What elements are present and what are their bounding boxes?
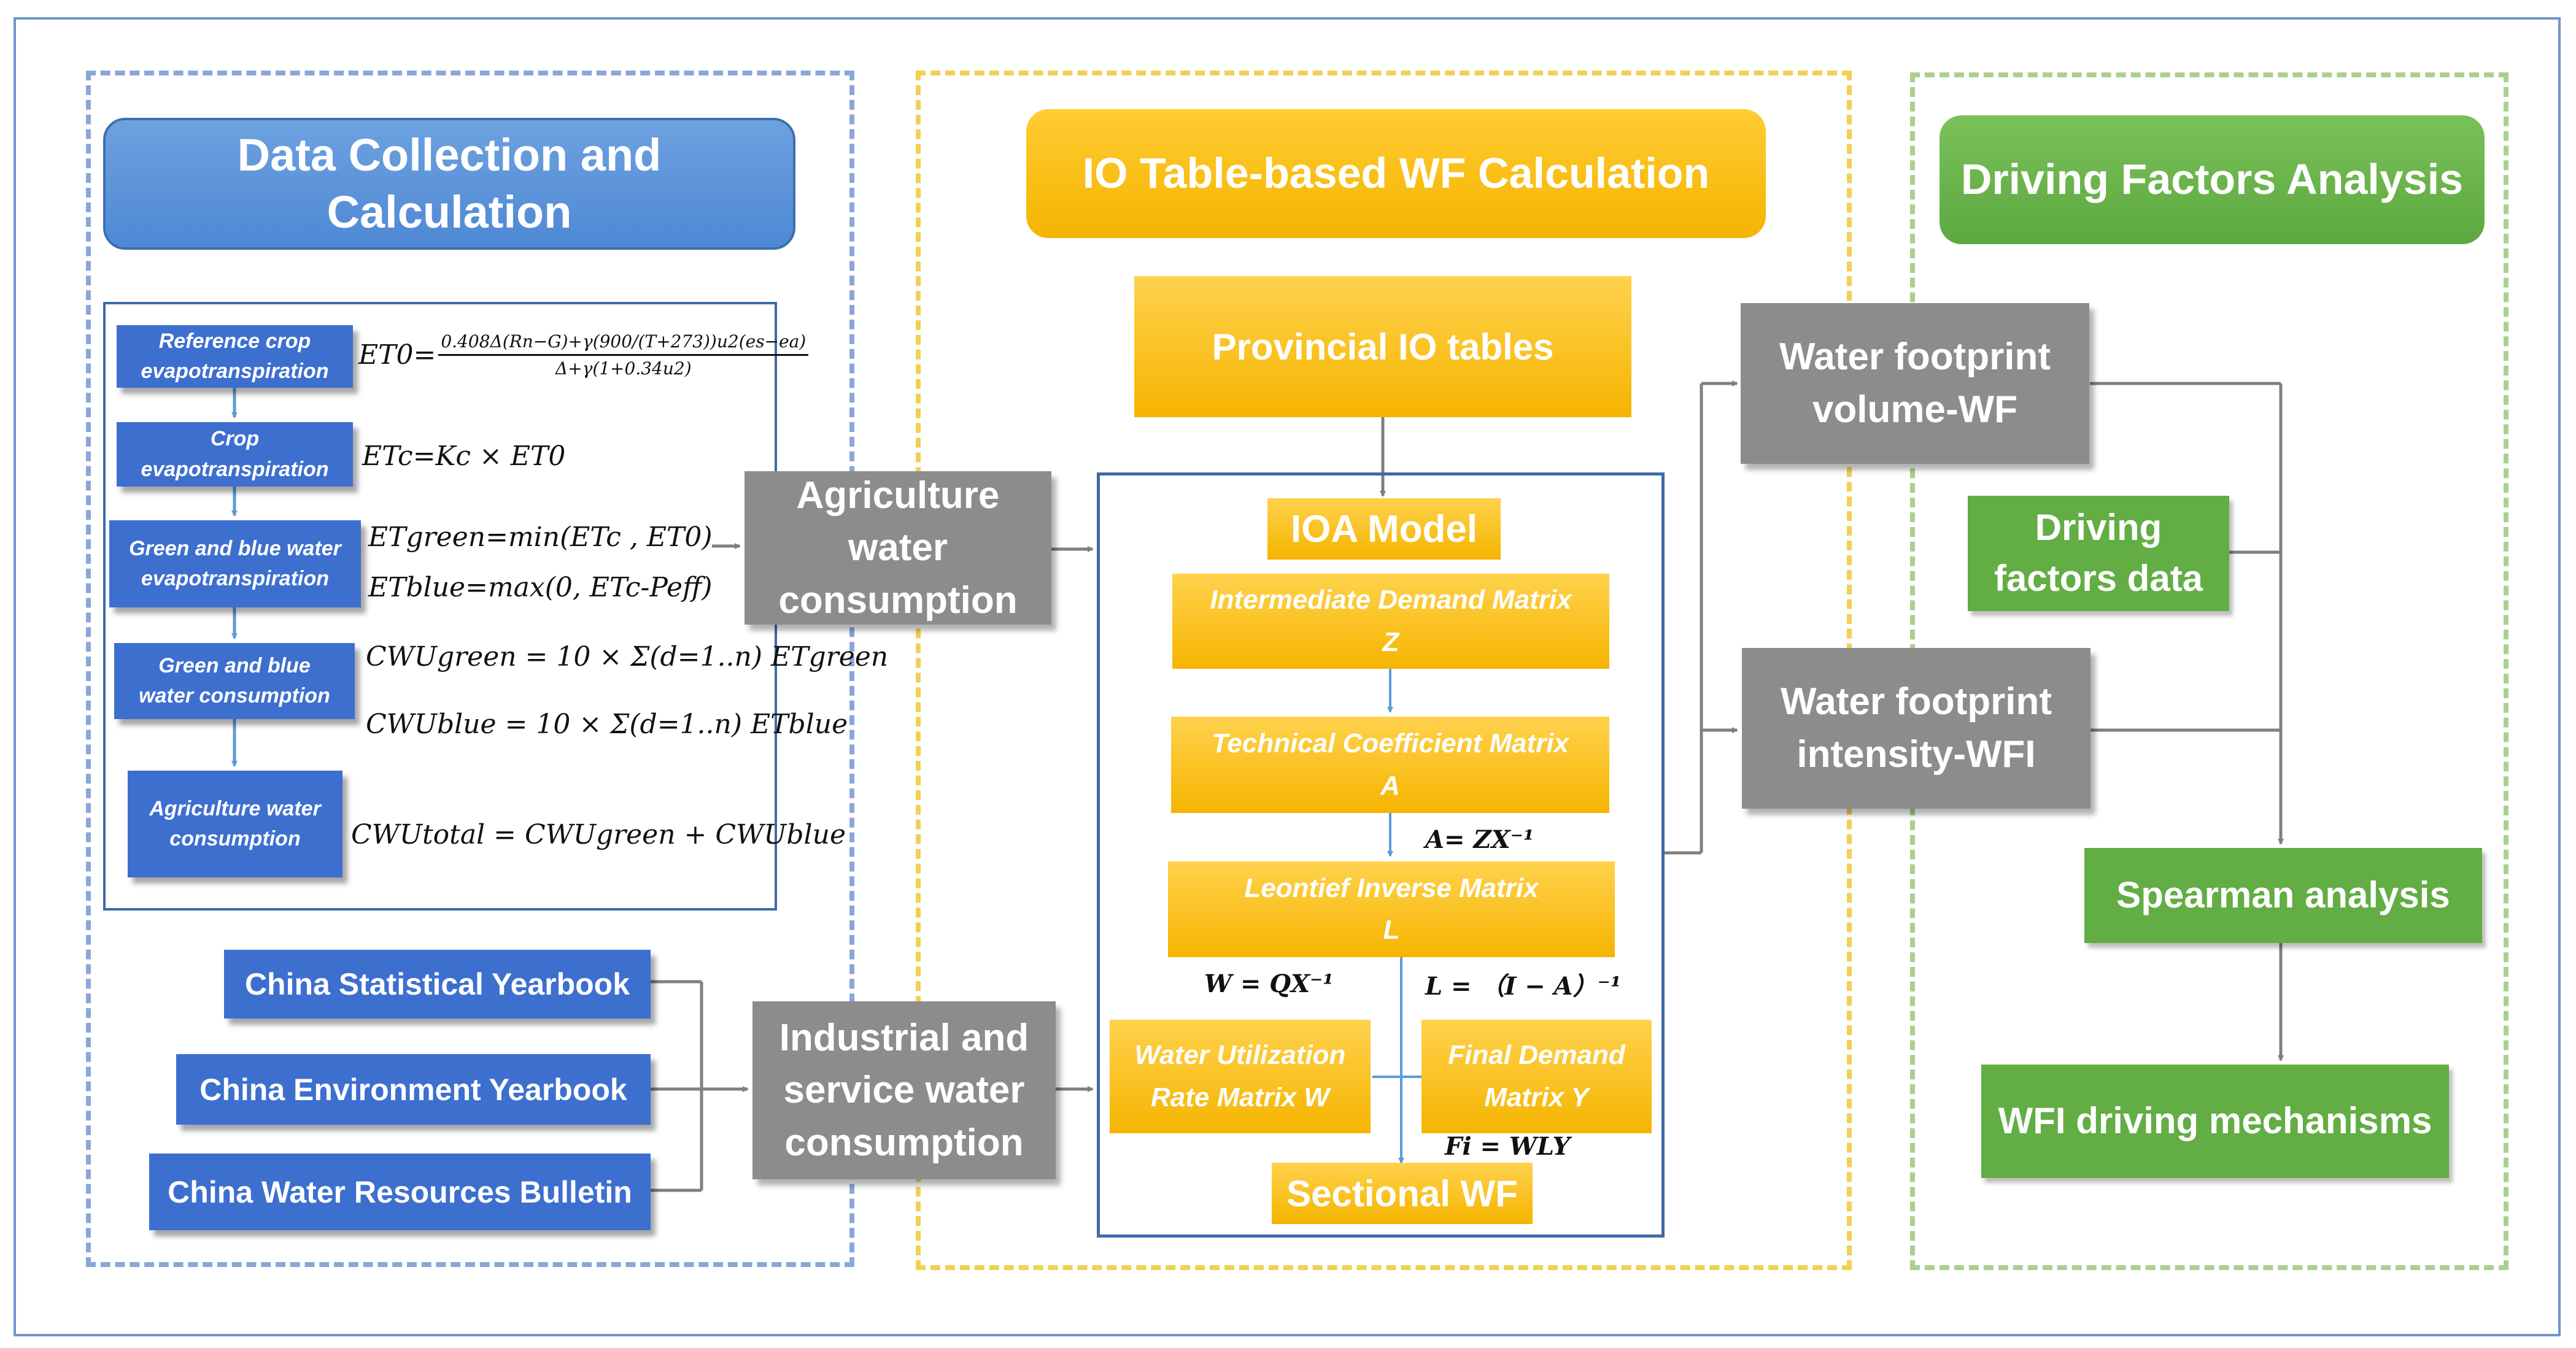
matrix-name: Leontief Inverse Matrix <box>1244 872 1539 903</box>
ioa-model-title: IOA Model <box>1267 498 1501 560</box>
wfi-line: intensity-WFI <box>1797 733 2036 776</box>
step-line: Crop <box>210 427 260 451</box>
formula-cwu-green: CWUgreen = 10 × Σ(d=1..n) ETgreen <box>366 641 888 672</box>
header-driving-factors: Driving Factors Analysis <box>1940 115 2485 244</box>
matrix-name: Intermediate Demand Matrix <box>1210 585 1572 615</box>
water-footprint-volume: Water footprint volume-WF <box>1741 303 2089 464</box>
step-agriculture-consumption: Agriculture water consumption <box>128 771 342 877</box>
equation-a-text: A= ZX⁻¹ <box>1425 825 1534 854</box>
agri-line: water <box>848 526 948 569</box>
ind-line: Industrial and <box>779 1016 1029 1059</box>
wf-line: Water footprint <box>1779 336 2051 379</box>
formula-et0-denominator: Δ+γ(1+0.34u2) <box>555 358 692 379</box>
formula-cwu-blue-text: CWUblue = 10 × Σ(d=1..n) ETblue <box>366 709 848 740</box>
matrix-line: Rate Matrix W <box>1151 1082 1329 1112</box>
provincial-io-tables: Provincial IO tables <box>1134 276 1631 417</box>
formula-et0-lhs: ET0= <box>358 339 436 371</box>
header-io-calculation: IO Table-based WF Calculation <box>1026 109 1766 238</box>
spearman-analysis: Spearman analysis <box>2084 848 2482 943</box>
formula-et-blue: ETblue=max(0, ETc-Peff) <box>368 572 712 603</box>
equation-a: A= ZX⁻¹ <box>1425 825 1534 854</box>
source-statistical-yearbook: China Statistical Yearbook <box>224 950 651 1019</box>
step-line: evapotranspiration <box>141 457 329 481</box>
formula-cwu-total-text: CWUtotal = CWUgreen + CWUblue <box>351 819 846 850</box>
matrix-line: Matrix Y <box>1484 1082 1589 1112</box>
source-water-resources-bulletin-label: China Water Resources Bulletin <box>168 1174 632 1209</box>
step-crop-et: Crop evapotranspiration <box>117 422 353 487</box>
ind-line: consumption <box>784 1121 1024 1164</box>
step-line: Green and blue <box>158 653 311 677</box>
equation-l-text: L = （I − A）⁻¹ <box>1425 972 1622 1001</box>
equation-f-text: Fi = WLY <box>1445 1132 1571 1161</box>
source-environment-yearbook-label: China Environment Yearbook <box>199 1072 627 1107</box>
step-green-blue-consumption: Green and blue water consumption <box>114 643 355 719</box>
water-footprint-intensity: Water footprint intensity-WFI <box>1742 648 2091 809</box>
ioa-model-title-label: IOA Model <box>1290 507 1478 550</box>
equation-w: W = QX⁻¹ <box>1204 969 1334 998</box>
header-data-collection-label: Data Collection and Calculation <box>237 129 662 237</box>
formula-et-blue-text: ETblue=max(0, ETc-Peff) <box>368 572 713 603</box>
step-line: Agriculture water <box>149 796 321 820</box>
step-line: Green and blue water <box>129 536 341 560</box>
formula-et-green-text: ETgreen=min(ETc , ET0) <box>368 522 713 553</box>
sectional-wf-label: Sectional WF <box>1286 1173 1518 1214</box>
outer-frame <box>14 17 2561 1336</box>
wfi-driving-mechanisms: WFI driving mechanisms <box>1981 1065 2449 1178</box>
equation-w-text: W = QX⁻¹ <box>1204 969 1334 998</box>
matrix-name: Technical Coefficient Matrix <box>1212 728 1569 759</box>
step-line: consumption <box>169 827 301 850</box>
step-line: water consumption <box>139 684 330 707</box>
equation-l: L = （I − A）⁻¹ <box>1425 966 1621 1002</box>
step-line: evapotranspiration <box>141 567 330 590</box>
matrix-symbol: Z <box>1382 626 1399 657</box>
equation-f: Fi = WLY <box>1445 1132 1570 1161</box>
formula-etc: ETc=Kc × ET0 <box>362 441 565 472</box>
formula-cwu-green-text: CWUgreen = 10 × Σ(d=1..n) ETgreen <box>366 641 889 672</box>
formula-et0-numerator: 0.408Δ(Rn−G)+γ(900/(T+273))u2(es−ea) <box>438 331 809 356</box>
matrix-line: Final Demand <box>1448 1040 1625 1071</box>
matrix-symbol: A <box>1380 770 1400 801</box>
driving-line: factors data <box>1994 558 2203 599</box>
step-green-blue-et: Green and blue water evapotranspiration <box>109 520 361 607</box>
industrial-service-water-consumption: Industrial and service water consumption <box>752 1001 1056 1179</box>
source-water-resources-bulletin: China Water Resources Bulletin <box>149 1154 651 1230</box>
matrix-line: Water Utilization <box>1134 1040 1346 1071</box>
formula-etc-text: ETc=Kc × ET0 <box>362 441 566 472</box>
spearman-analysis-label: Spearman analysis <box>2116 874 2450 916</box>
sectional-wf: Sectional WF <box>1272 1163 1533 1224</box>
agriculture-water-consumption: Agriculture water consumption <box>745 471 1051 625</box>
source-statistical-yearbook-label: China Statistical Yearbook <box>244 967 630 1001</box>
step-line: evapotranspiration <box>141 360 329 383</box>
header-data-collection: Data Collection and Calculation <box>103 118 795 250</box>
formula-et0-fraction: 0.408Δ(Rn−G)+γ(900/(T+273))u2(es−ea) Δ+γ… <box>438 331 809 379</box>
driving-factors-data: Driving factors data <box>1968 496 2229 611</box>
formula-et-green: ETgreen=min(ETc , ET0) <box>368 522 713 553</box>
agri-line: Agriculture <box>796 474 1000 517</box>
wfi-driving-mechanisms-label: WFI driving mechanisms <box>1998 1100 2432 1142</box>
wfi-line: Water footprint <box>1781 680 2052 723</box>
formula-cwu-blue: CWUblue = 10 × Σ(d=1..n) ETblue <box>366 709 848 740</box>
step-line: Reference crop <box>158 329 311 353</box>
wf-line: volume-WF <box>1812 388 2018 431</box>
data-collection-panel <box>86 71 854 1267</box>
agri-line: consumption <box>778 579 1018 622</box>
header-driving-factors-label: Driving Factors Analysis <box>1960 155 2464 204</box>
ind-line: service water <box>783 1069 1025 1112</box>
source-environment-yearbook: China Environment Yearbook <box>176 1054 651 1125</box>
provincial-io-tables-label: Provincial IO tables <box>1212 326 1554 368</box>
step-reference-crop-et: Reference crop evapotranspiration <box>117 325 353 388</box>
matrix-symbol: L <box>1383 915 1400 945</box>
formula-cwu-total: CWUtotal = CWUgreen + CWUblue <box>351 819 846 850</box>
header-io-calculation-label: IO Table-based WF Calculation <box>1082 149 1710 198</box>
ioa-model-box <box>1097 472 1665 1238</box>
formula-et0: ET0= 0.408Δ(Rn−G)+γ(900/(T+273))u2(es−ea… <box>358 331 809 379</box>
driving-line: Driving <box>2035 507 2162 549</box>
